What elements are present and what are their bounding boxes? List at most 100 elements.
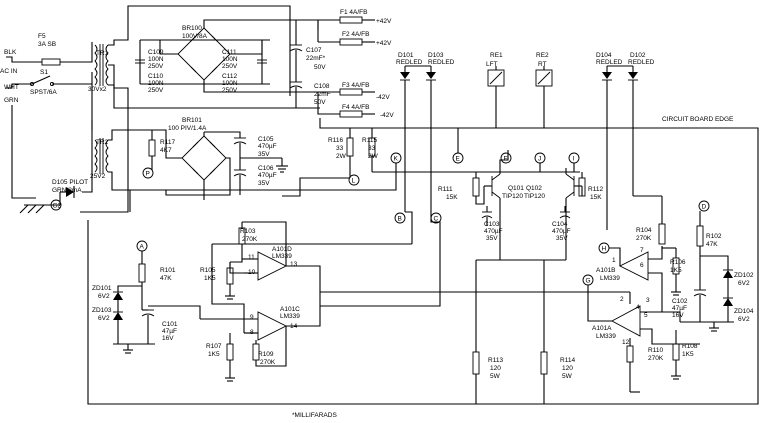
tr2-secondary: 25V2 — [90, 173, 106, 180]
c103-voltage: 35V — [486, 235, 498, 242]
c104-name: C104 — [552, 221, 568, 228]
fuse-f1-name: F1 4A/FB — [340, 9, 367, 16]
c111-name: C111 — [222, 49, 237, 56]
a101c-name: A101C — [280, 306, 300, 313]
c101-voltage: 16V — [162, 335, 174, 342]
r108-name: R108 — [682, 343, 698, 350]
d104-name: D104 — [596, 52, 612, 59]
br100-rating: 100V/8A — [182, 33, 208, 40]
comparator-a101c: A101C LM339 9 8 14 R107 1K5 R109 270K — [200, 243, 412, 382]
switch-s1-name: S1 — [40, 69, 48, 76]
q102-part: TIP120 — [524, 193, 545, 200]
leds-d101-d103: D101 REDLED D103 REDLED — [396, 52, 455, 212]
c112-name: C112 — [222, 73, 237, 80]
c102-value: 47µF — [672, 305, 687, 312]
c112-value: 100N — [222, 80, 238, 87]
re2-side: RT — [538, 61, 547, 68]
c109-name: C109 — [148, 49, 164, 56]
r112-value: 15K — [590, 194, 602, 201]
tag-g: G — [586, 278, 591, 285]
transistor-q101: Q101 TIP120 — [484, 150, 524, 206]
c108-voltage: 50V — [314, 99, 326, 106]
r116-value: 33 — [336, 145, 344, 152]
r106-value: 1K5 — [670, 267, 682, 274]
a101a-pin-out: 2 — [620, 296, 624, 303]
c105-value: 470µF — [258, 143, 277, 150]
c112-voltage: 250V — [222, 87, 238, 94]
tag-a: A — [140, 244, 145, 251]
c111-value: 100N — [222, 56, 238, 63]
wire-grn-label: GRN — [4, 97, 19, 104]
a101d-part: LM339 — [272, 253, 292, 260]
ac-in-label: AC IN — [0, 68, 18, 75]
r115-name: R115 — [362, 137, 377, 144]
zener-ref-right: D R102 47K ZD102 6V2 ZD104 6V2 C102 47µF… — [662, 200, 754, 332]
c111-voltage: 250V — [222, 63, 238, 70]
tr2-name: TR2 — [96, 139, 109, 146]
fuse-f3-name: F3 4A/FB — [342, 82, 369, 89]
r103-value: 270K — [242, 236, 258, 243]
transformer-tr1: TR1 30Vx2 — [80, 5, 320, 213]
r109-value: 270K — [260, 359, 276, 366]
tag-k: K — [394, 156, 399, 163]
r107-name: R107 — [206, 343, 222, 350]
pilot-led-name: D105 PILOT — [52, 179, 88, 186]
fuse-f2-rail: +42V — [376, 40, 392, 47]
zd101-value: 6V2 — [98, 293, 110, 300]
a101d-pin-out: 13 — [290, 261, 298, 268]
a101b-pin-in-pos: 7 — [640, 247, 644, 254]
r115-value: 33 — [368, 145, 376, 152]
q101-part: TIP120 — [502, 193, 523, 200]
tag-e: F — [504, 156, 508, 163]
r108-value: 1K5 — [682, 351, 694, 358]
circuit-board-edge: CIRCUIT BOARD EDGE *MILLIFARADS — [87, 116, 759, 419]
c102-voltage: 16V — [672, 312, 684, 319]
r113-power: 5W — [490, 373, 501, 380]
a101a-pin-gnd: 12 — [622, 339, 630, 346]
c108-value: 22mF — [314, 91, 331, 98]
fuse-f5-name: F5 — [38, 33, 46, 40]
r114-power: 5W — [562, 373, 573, 380]
c107-voltage: 50V — [314, 64, 326, 71]
a101b-part: LM339 — [600, 275, 620, 282]
c110-value: 100N — [148, 80, 164, 87]
r104-value: 270K — [636, 235, 652, 242]
bridge-br101: BR101 100 PIV/1.4A C105 470µF 35V C106 4… — [142, 117, 288, 200]
c109-value: 100N — [148, 56, 164, 63]
c110-voltage: 250V — [148, 87, 164, 94]
c105-voltage: 35V — [258, 151, 270, 158]
fuse-f5-rating: 3A SB — [38, 41, 56, 48]
zd103-value: 6V2 — [98, 315, 110, 322]
a101d-pin-in-pos: 11 — [248, 254, 255, 261]
zd101-name: ZD101 — [92, 285, 112, 292]
fuse-f4-rail: -42V — [380, 112, 394, 119]
c106-voltage: 35V — [258, 180, 270, 187]
d101-name: D101 — [398, 52, 414, 59]
tag-d: E — [456, 156, 461, 163]
c101-name: C101 — [162, 321, 178, 328]
switch-s1-rating: SPST/6A — [30, 89, 57, 96]
c107-value: 22mF* — [306, 55, 326, 62]
r102-value: 47K — [706, 241, 718, 248]
br101-rating: 100 PIV/1.4A — [168, 125, 207, 132]
transformer-tr2: TR2 25V2 — [90, 120, 160, 191]
tag-b: B — [398, 216, 402, 223]
zd102-value: 6V2 — [738, 280, 750, 287]
r109-name: R109 — [258, 351, 274, 358]
tag-c: C — [434, 216, 439, 223]
c104-voltage: 35V — [556, 235, 568, 242]
c103-name: C103 — [484, 221, 500, 228]
r105-name: R105 — [200, 267, 216, 274]
pilot-led-rating: GRN/2mA — [52, 187, 82, 194]
main-filter-and-fuses: C107 22mF* 50V C108 22mF 50V F1 4A/FB +4… — [289, 9, 394, 119]
relay-re2: RE2 RT — [535, 52, 553, 128]
c109-voltage: 250V — [148, 63, 164, 70]
a101a-pin-in-pos: 4 — [636, 304, 640, 311]
ground-tag-g2: G2 — [53, 203, 62, 210]
r115-power: 2W — [368, 153, 379, 160]
a101b-pin-out: 1 — [612, 257, 616, 264]
r112-name: R112 — [588, 186, 603, 193]
comparator-a101a: A101A LM339 4 5 2 3 12 G R110 270K R108 … — [582, 274, 700, 393]
r116-power: 2W — [336, 153, 347, 160]
